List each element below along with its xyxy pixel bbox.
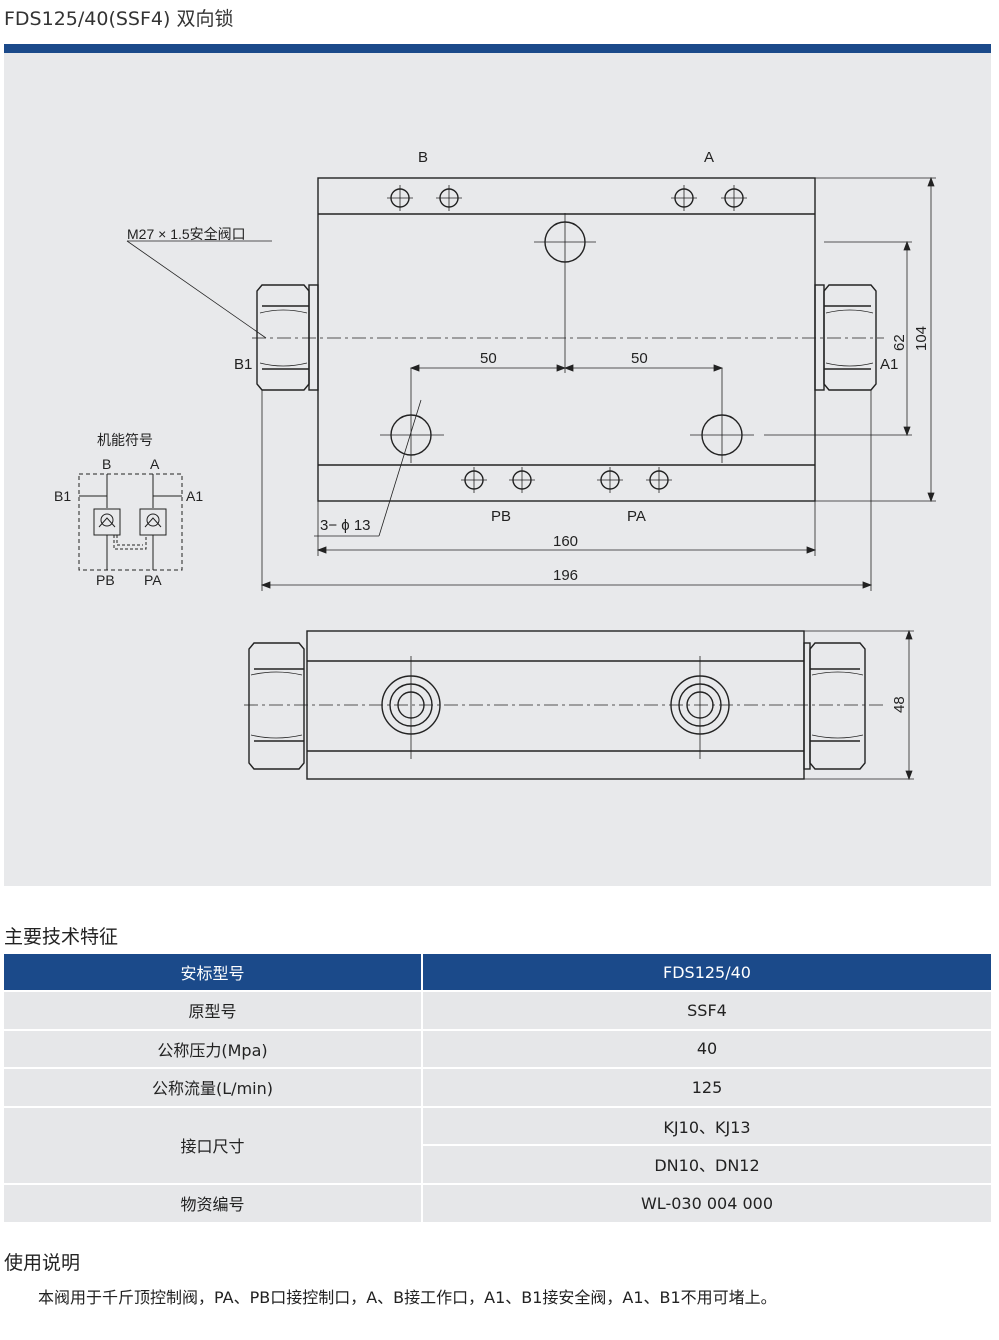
symbol-a: A [150, 456, 160, 472]
symbol-b1: B1 [54, 488, 71, 504]
table-row: 原型号 SSF4 [4, 990, 991, 1030]
table-row: 物资编号 WL-030 004 000 [4, 1182, 991, 1222]
row-value: 125 [422, 1067, 991, 1107]
row-value: 40 [422, 1028, 991, 1068]
port-a1-label: A1 [880, 356, 898, 373]
title-bar [4, 44, 991, 53]
safety-port-note: M27 × 1.5安全阀口 [127, 226, 246, 242]
port-b1-label: B1 [234, 356, 252, 373]
dim-160: 160 [553, 533, 578, 550]
port-pb-label: PB [491, 508, 511, 525]
symbol-b: B [102, 456, 111, 472]
row-label: 原型号 [4, 990, 423, 1030]
port-b-label: B [418, 149, 428, 166]
side-view [244, 629, 914, 781]
dim-62: 62 [891, 334, 908, 351]
dim-48: 48 [891, 696, 908, 713]
row-label: 物资编号 [4, 1182, 423, 1222]
technical-drawing: B A M27 × 1.5安全阀口 B1 A1 50 50 62 104 3− … [4, 53, 991, 886]
symbol-pa: PA [144, 572, 162, 588]
top-view [126, 176, 936, 591]
page-title: FDS125/40(SSF4) 双向锁 [4, 8, 234, 30]
dim-50-left: 50 [480, 350, 497, 367]
header-value: FDS125/40 [422, 954, 991, 991]
row-value: DN10、DN12 [422, 1144, 991, 1184]
holes-note: 3− ϕ 13 [320, 517, 371, 534]
dim-50-right: 50 [631, 350, 648, 367]
specs-table: 安标型号 FDS125/40 原型号 SSF4 公称压力(Mpa) 40 公称流… [4, 954, 991, 1222]
row-value: WL-030 004 000 [422, 1182, 991, 1222]
symbol-pb: PB [96, 572, 115, 588]
row-value: SSF4 [422, 990, 991, 1030]
table-row: 公称压力(Mpa) 40 [4, 1028, 991, 1068]
usage-section-title: 使用说明 [4, 1252, 81, 1274]
dim-196: 196 [553, 567, 578, 584]
symbol-title: 机能符号 [97, 432, 153, 448]
specs-section-title: 主要技术特征 [4, 926, 119, 948]
symbol-a1: A1 [186, 488, 203, 504]
row-label: 公称压力(Mpa) [4, 1028, 423, 1068]
port-a-label: A [704, 149, 714, 166]
row-value: KJ10、KJ13 [422, 1105, 991, 1145]
table-row: 接口尺寸 KJ10、KJ13 [4, 1105, 991, 1184]
table-header-row: 安标型号 FDS125/40 [4, 954, 991, 991]
table-row: DN10、DN12 [4, 1144, 991, 1184]
function-symbol [78, 473, 183, 571]
usage-text: 本阀用于千斤顶控制阀，PA、PB口接控制口，A、B接工作口，A1、B1接安全阀，… [38, 1288, 777, 1307]
dim-104: 104 [913, 326, 930, 351]
header-label: 安标型号 [4, 954, 423, 991]
port-pa-label: PA [627, 508, 646, 525]
table-row: 公称流量(L/min) 125 [4, 1067, 991, 1107]
row-label: 公称流量(L/min) [4, 1067, 423, 1107]
row-label: 接口尺寸 [4, 1105, 423, 1184]
